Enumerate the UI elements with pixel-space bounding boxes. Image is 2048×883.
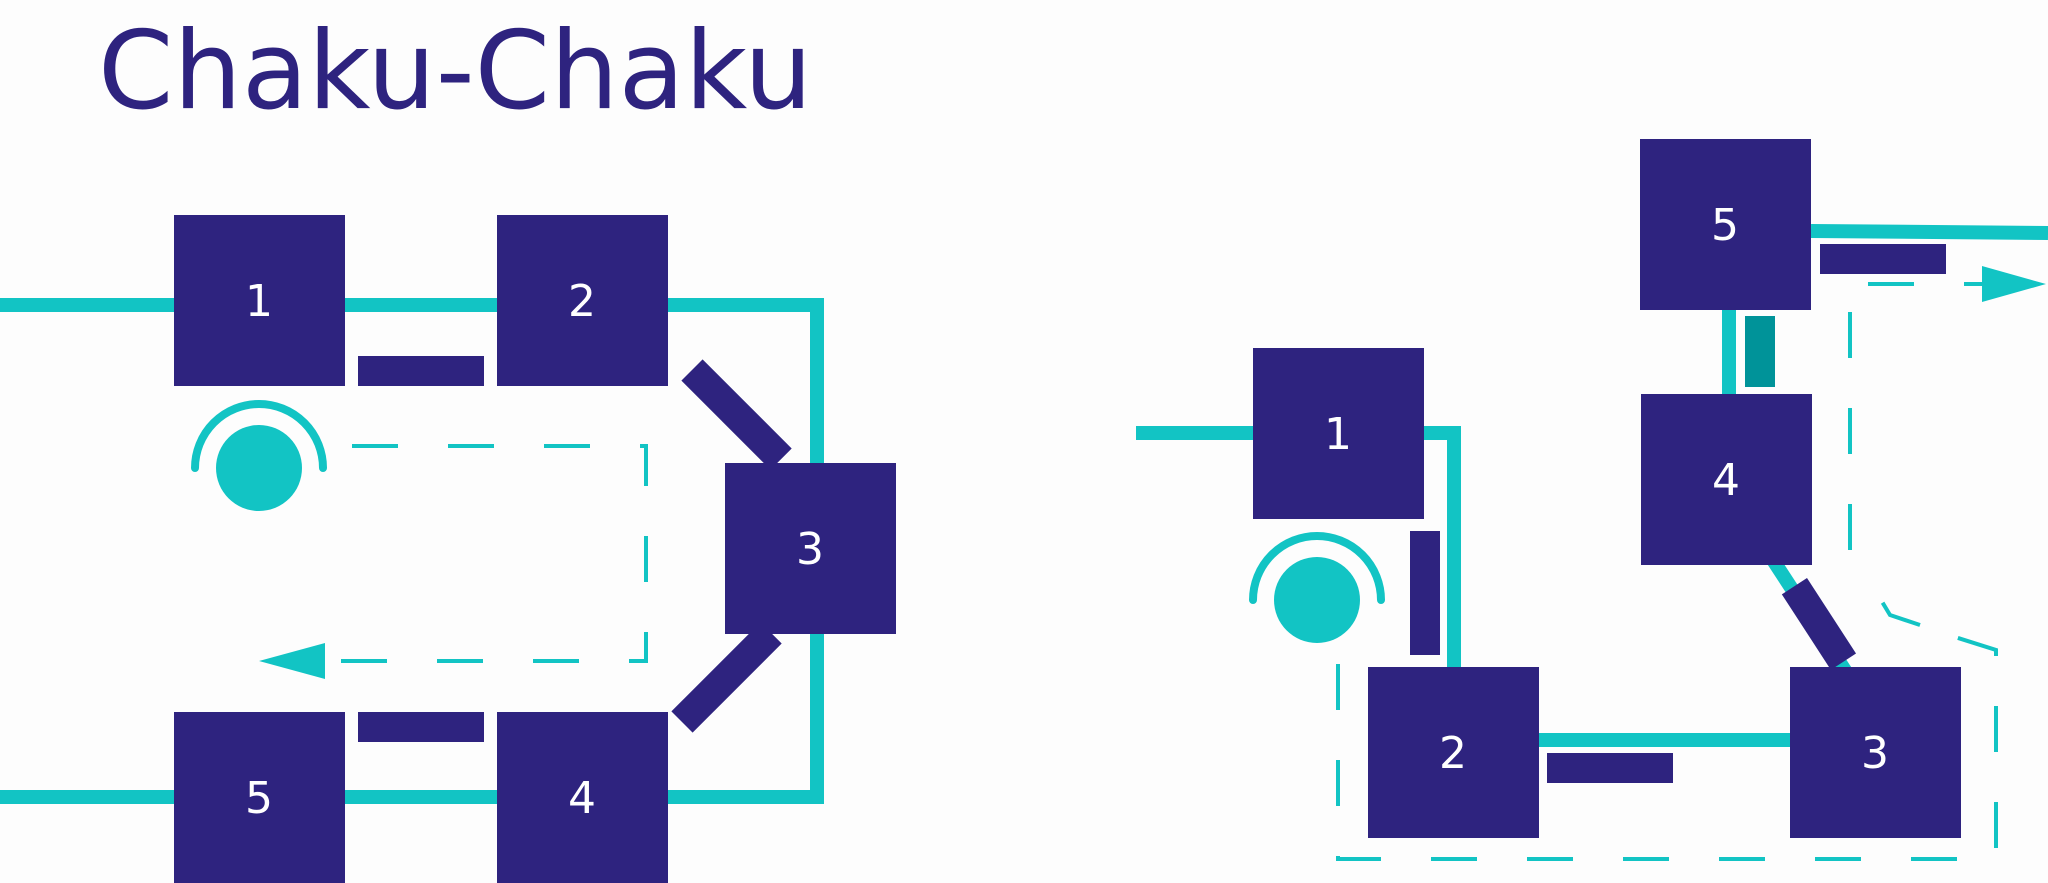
svg-text:5: 5	[245, 773, 273, 824]
station-2: 2	[497, 215, 668, 386]
transfer-slot	[671, 622, 782, 733]
station-2: 2	[1368, 667, 1539, 838]
station-1: 1	[1253, 348, 1424, 519]
operator-walk-path	[330, 444, 648, 663]
station-5: 5	[1640, 139, 1811, 310]
person-icon	[191, 400, 327, 511]
svg-text:1: 1	[245, 276, 273, 327]
svg-text:1: 1	[1324, 409, 1352, 460]
station-4: 4	[1641, 394, 1812, 565]
svg-text:4: 4	[1712, 455, 1740, 506]
transfer-slot	[1410, 531, 1440, 655]
arrow-right-icon	[1982, 266, 2046, 302]
operator-walk-path	[1336, 282, 1998, 861]
transfer-slot	[358, 356, 484, 386]
svg-text:3: 3	[796, 524, 824, 575]
person-icon	[1249, 532, 1385, 643]
station-4: 4	[497, 712, 668, 883]
svg-text:4: 4	[568, 773, 596, 824]
svg-text:2: 2	[1439, 728, 1467, 779]
transfer-slot	[1547, 753, 1673, 783]
transfer-slot	[681, 359, 792, 470]
station-3: 3	[725, 463, 896, 634]
svg-text:5: 5	[1711, 200, 1739, 251]
page-title: Chaku-Chaku	[98, 9, 812, 134]
material-flow-line	[1810, 224, 2048, 240]
svg-text:3: 3	[1861, 728, 1889, 779]
svg-text:2: 2	[568, 276, 596, 327]
station-1: 1	[174, 215, 345, 386]
right-layout: 1 2 3 4 5	[1136, 139, 2048, 861]
arrow-left-icon	[259, 643, 325, 679]
transfer-slot	[1781, 578, 1857, 670]
left-layout: 1 2 3 4 5	[0, 215, 896, 883]
station-5: 5	[174, 712, 345, 883]
transfer-slot	[1820, 244, 1946, 274]
transfer-slot	[358, 712, 484, 742]
station-3: 3	[1790, 667, 1961, 838]
transfer-slot	[1745, 316, 1775, 387]
